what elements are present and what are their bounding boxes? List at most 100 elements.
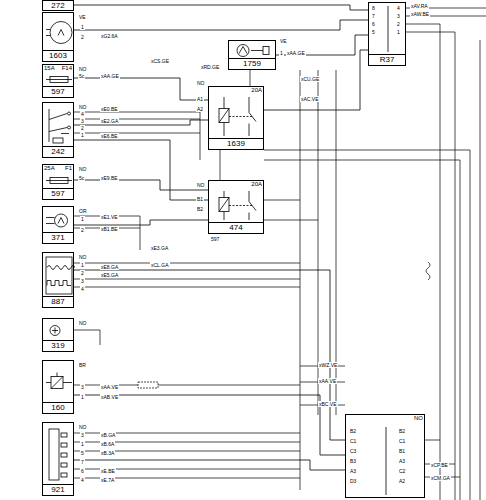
pin-label: 2 [80,125,85,131]
pin-label: 6 [80,468,85,474]
wire-code: xE0.BE [100,106,119,112]
rating-label: 15A [44,65,55,72]
pin-label: 1 [80,394,85,400]
number-tag: 597 [43,86,73,97]
wire [264,50,368,110]
pin-label: 3 [80,432,85,438]
rating-label: 25A [44,165,55,172]
wire [74,5,368,10]
pin-label: 3 [80,118,85,124]
wire-code: xE1.VE [100,214,119,220]
sensor-box: 887 [42,252,74,308]
number-tag: 160 [43,402,73,413]
node-head: 25A F1 [43,165,73,172]
wire-code: xAA.GE [100,73,120,79]
pin-label: C3 [349,448,357,454]
wire-code: xE2.GA [100,118,119,124]
wire-code: xAC.VE [300,96,320,102]
wire-code: xB.6A [100,441,115,447]
pin-label: 5 [371,29,376,35]
part-number: 1759 [243,59,261,68]
pin-label: 1 [80,24,85,30]
pin-label: NO [78,254,88,260]
pin-label: 4 [80,477,85,483]
number-tag: 1603 [43,50,73,61]
wire-code: xE.BE [100,468,116,474]
number-tag: 242 [43,146,73,157]
wire-code: xAW.BE [410,11,430,17]
conn2-symbol [346,415,426,499]
wire-code: xCU.GE [300,76,320,82]
wire-code: xCS.GE [150,58,170,64]
wire-code: xCM.GA [430,475,451,481]
wire-code: xE9.BE [100,175,119,181]
wire [276,35,368,55]
number-tag: 319 [43,340,73,351]
number-tag: 597 [43,188,73,199]
wire-code: xB.3A [100,450,115,456]
pin-label: 3 [80,278,85,284]
wire-code: xBC.VE [318,401,338,407]
wire-code: xAA.GE [286,50,306,56]
number-tag: 1639 [209,138,263,149]
wire-code: xAA.VE [318,378,337,384]
pin-label: 6 [371,21,376,27]
wire [74,220,208,225]
pin-label: OR [78,208,88,214]
pin-label: A3 [398,458,406,464]
wire-code: xB.GA [100,432,116,438]
rating-label: F14 [62,65,72,72]
wire-code: xE3.GA [150,245,169,251]
part-number: 474 [229,223,242,232]
pin-label: 4 [396,5,401,11]
component-box: 1759 [228,40,276,70]
pin-label: 4 [80,111,85,117]
wire [74,270,345,440]
number-tag: 921 [43,484,73,495]
pin-label: A2 [398,478,406,484]
pin-label: 8 [371,5,376,11]
pin-label: A2 [196,106,204,112]
part-number: R37 [380,55,395,64]
component-box: 242 [42,102,74,158]
node-head: 20A [209,87,263,94]
wire [74,78,208,100]
rating-label: NO [414,415,423,422]
pin-label: B2 [349,428,357,434]
pin-label: 1 [80,441,85,447]
pin-label: B2 [398,428,406,434]
connector-box: NO [345,414,425,498]
part-number: 597 [51,189,64,198]
part-number: 242 [51,147,64,156]
wire [74,20,368,30]
wire-code: xE5.GA [100,272,119,278]
wire-code: xCL.GA [150,262,170,268]
pin-label: C2 [398,468,406,474]
pin-label: NO [78,66,88,72]
part-number: 371 [51,233,64,242]
pin-label: 2 [80,34,85,40]
wire [74,120,208,125]
rating-label: F1 [65,165,72,172]
pin-label: NO [78,424,88,430]
pin-label: 2 [396,21,401,27]
pin-label: A1 [196,96,204,102]
part-number: 1603 [49,51,67,60]
pin-label: 7 [80,459,85,465]
wire-code: xG2.6A [100,33,119,39]
component-box: 319 [42,318,74,352]
pin-label: 2 [80,227,85,233]
pin-label: 2 [80,270,85,276]
wire [74,180,208,190]
number-tag: 474 [209,222,263,233]
part-number: 597 [51,87,64,96]
fuse-box: 25A F1 597 [42,164,74,200]
wire-code: xCP.BE [430,462,449,468]
pin-label: BR [78,362,87,368]
pin-label: 5c [78,73,85,79]
node-head: 15A F14 [43,65,73,72]
pin-label: 3 [80,384,85,390]
relay-box: 20A 1639 [208,86,264,150]
wire-code: xE8.GA [100,264,119,270]
pin-label: 5 [80,450,85,456]
